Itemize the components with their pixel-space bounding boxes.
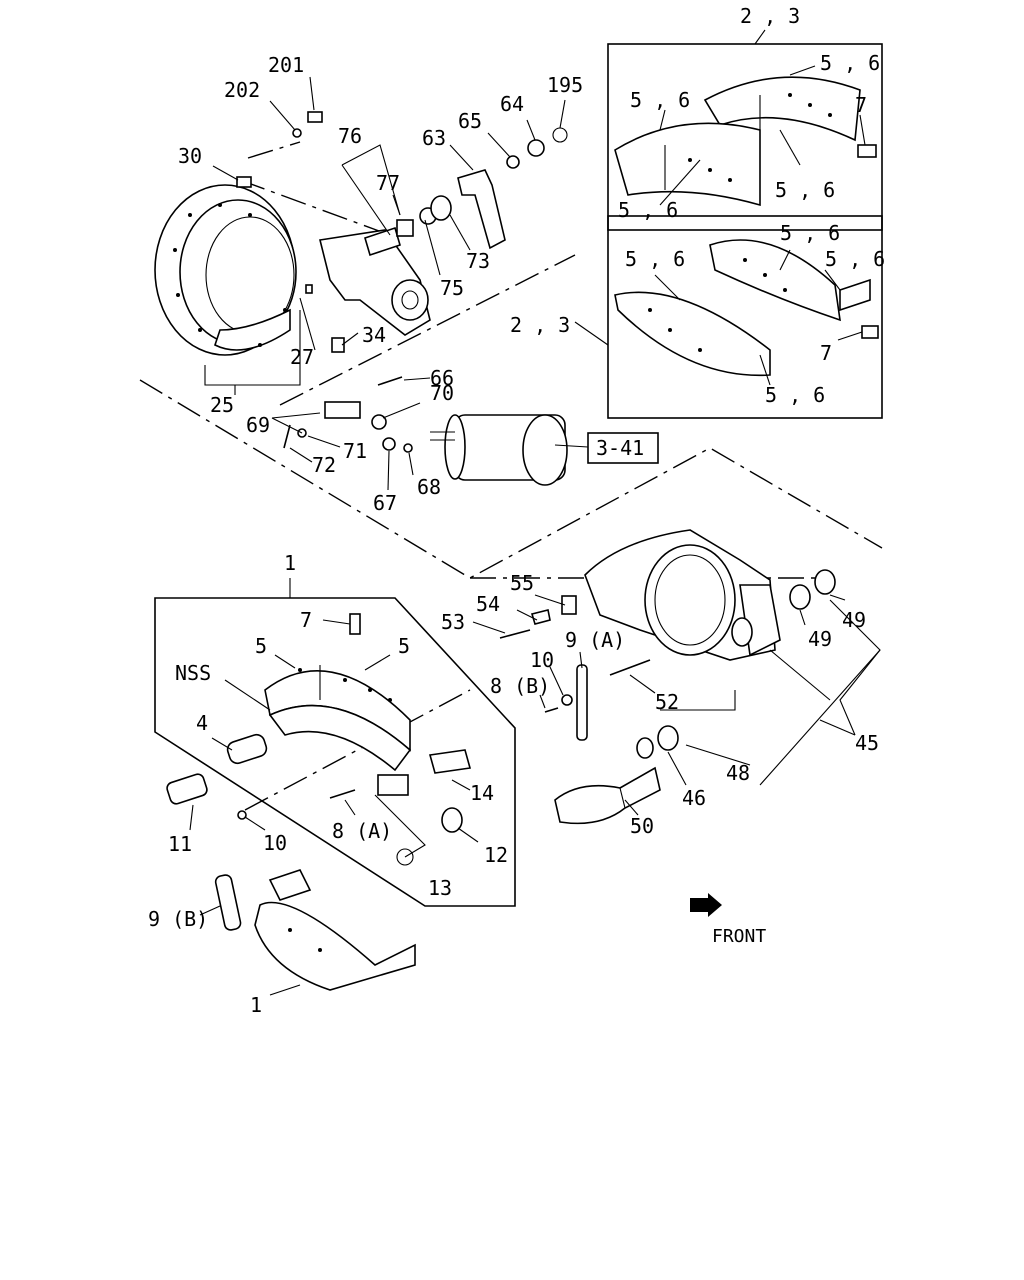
ref-3-41-box — [587, 432, 659, 464]
label-48: 48 — [726, 761, 750, 785]
label-nss: NSS — [175, 661, 211, 685]
label-10-b: 10 — [530, 648, 554, 672]
label-66: 66 — [430, 366, 454, 390]
label-5-6-g: 5 , 6 — [825, 247, 885, 271]
spider-housing — [584, 529, 781, 661]
label-52: 52 — [655, 690, 679, 714]
label-201: 201 — [268, 53, 304, 77]
leader-lines — [189, 29, 881, 996]
label-2-3-mid: 2 , 3 — [510, 313, 570, 337]
label-2-3-top: 2 , 3 — [740, 4, 800, 28]
label-68: 68 — [417, 475, 441, 499]
small-hardware-top — [236, 111, 568, 353]
label-50: 50 — [630, 814, 654, 838]
label-75: 75 — [440, 276, 464, 300]
label-30: 30 — [178, 144, 202, 168]
label-1-top: 1 — [284, 551, 296, 575]
label-13: 13 — [428, 876, 452, 900]
label-45: 45 — [855, 731, 879, 755]
label-49-a: 49 — [808, 627, 832, 651]
label-5-6-b: 5 , 6 — [630, 88, 690, 112]
label-67: 67 — [373, 491, 397, 515]
label-5-6-e: 5 , 6 — [780, 221, 840, 245]
label-77: 77 — [376, 171, 400, 195]
label-5-b: 5 — [398, 634, 410, 658]
label-63: 63 — [422, 126, 446, 150]
label-5-6-h: 5 , 6 — [765, 383, 825, 407]
brake-chamber — [430, 414, 568, 486]
label-69: 69 — [246, 413, 270, 437]
brake-shoe-upper — [264, 613, 412, 796]
label-8b: 8 (B) — [490, 674, 550, 698]
label-4: 4 — [196, 711, 208, 735]
lining-box-upper — [607, 43, 883, 231]
label-5-6-a: 5 , 6 — [820, 51, 880, 75]
lining-box-lower — [607, 215, 883, 419]
label-70: 70 — [430, 381, 454, 405]
label-5-6-f: 5 , 6 — [625, 247, 685, 271]
label-7-b: 7 — [820, 341, 832, 365]
front-label: FRONT — [712, 926, 766, 947]
anchor-bracket — [319, 226, 431, 336]
front-direction-arrow-icon — [690, 893, 722, 917]
label-25: 25 — [210, 393, 234, 417]
label-65: 65 — [458, 109, 482, 133]
shoe-assembly-frame — [154, 597, 516, 907]
label-55: 55 — [510, 571, 534, 595]
label-8a: 8 (A) — [332, 819, 392, 843]
label-5-6-c: 5 , 6 — [775, 178, 835, 202]
label-46: 46 — [682, 786, 706, 810]
label-1-bottom: 1 — [250, 993, 262, 1017]
label-5-6-d: 5 , 6 — [618, 198, 678, 222]
label-54: 54 — [476, 592, 500, 616]
label-49-b: 49 — [842, 608, 866, 632]
label-73: 73 — [466, 249, 490, 273]
label-72: 72 — [312, 453, 336, 477]
label-11: 11 — [168, 832, 192, 856]
label-76: 76 — [338, 124, 362, 148]
label-5-a: 5 — [255, 634, 267, 658]
label-9b: 9 (B) — [148, 907, 208, 931]
camshaft — [554, 725, 679, 825]
backing-plate — [154, 184, 297, 356]
callout-labels: 201 202 30 76 77 63 65 64 195 73 75 34 2… — [148, 4, 885, 1017]
label-195: 195 — [547, 73, 583, 97]
label-9a: 9 (A) — [565, 628, 625, 652]
label-27: 27 — [290, 345, 314, 369]
ref-3-41-label: 3-41 — [596, 436, 644, 460]
chamber-hardware — [283, 376, 413, 453]
label-34: 34 — [362, 323, 386, 347]
label-12: 12 — [484, 843, 508, 867]
shoe-parts — [166, 733, 472, 866]
label-14: 14 — [470, 781, 494, 805]
label-71: 71 — [343, 439, 367, 463]
label-7-c: 7 — [300, 608, 312, 632]
label-10-a: 10 — [263, 831, 287, 855]
brake-shoe-lower — [214, 869, 416, 991]
label-202: 202 — [224, 78, 260, 102]
label-7-a: 7 — [855, 93, 867, 117]
label-53: 53 — [441, 610, 465, 634]
label-64: 64 — [500, 92, 524, 116]
